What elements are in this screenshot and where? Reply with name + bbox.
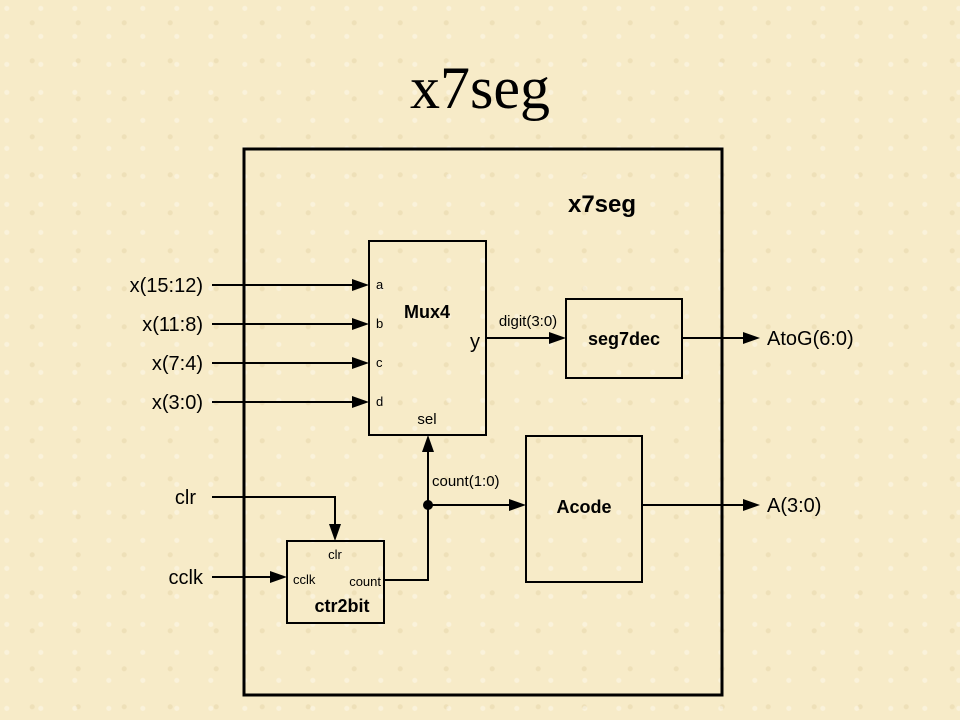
seg7dec-label: seg7dec: [588, 329, 660, 349]
input-x-3-0: x(3:0): [152, 392, 203, 414]
mux4-port-a: a: [376, 277, 384, 292]
wire-x-11-8: [212, 318, 369, 330]
mux4-port-d: d: [376, 394, 383, 409]
signal-digit-label: digit(3:0): [499, 313, 557, 330]
wire-x-7-4: [212, 357, 369, 369]
mux4-port-y: y: [470, 331, 480, 353]
ctr2bit-label: ctr2bit: [314, 596, 369, 616]
wire-clr: [212, 496, 341, 541]
wire-cclk: [212, 571, 287, 583]
slide-title: x7seg: [410, 55, 550, 121]
wire-atog: [682, 332, 760, 344]
wire-a: [642, 499, 760, 511]
ctr2bit-block: [286, 540, 385, 624]
mux4-port-b: b: [376, 316, 383, 331]
mux4-port-sel: sel: [417, 411, 436, 428]
mux4-port-c: c: [376, 355, 383, 370]
wire-digit: [486, 332, 566, 344]
input-cclk: cclk: [169, 567, 204, 589]
input-x-7-4: x(7:4): [152, 353, 203, 375]
wire-x-3-0: [212, 396, 369, 408]
ctr2bit-port-cclk: cclk: [293, 572, 316, 587]
input-x-11-8: x(11:8): [142, 314, 203, 336]
output-atog: AtoG(6:0): [767, 328, 854, 350]
input-clr: clr: [175, 487, 196, 509]
wire-x-15-12: [212, 279, 369, 291]
signal-count-label: count(1:0): [432, 473, 500, 490]
ctr2bit-port-count: count: [349, 574, 381, 589]
acode-label: Acode: [556, 497, 611, 517]
ctr2bit-port-clr: clr: [328, 547, 342, 562]
wire-count: [384, 435, 526, 581]
output-a: A(3:0): [767, 495, 821, 517]
x7seg-module-box: [242, 147, 724, 697]
mux4-block: [368, 240, 487, 436]
acode-block: [525, 435, 643, 583]
mux4-label: Mux4: [404, 302, 450, 322]
module-title: x7seg: [568, 191, 636, 218]
input-x-15-12: x(15:12): [130, 275, 203, 297]
